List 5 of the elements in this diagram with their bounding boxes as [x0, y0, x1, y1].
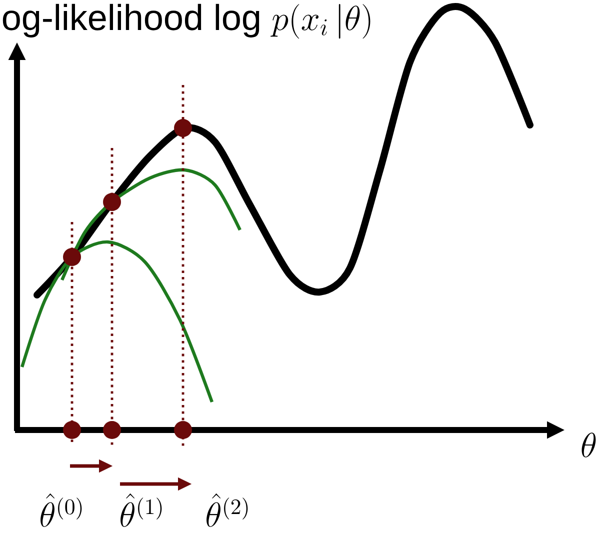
estimate-label: $\hat{\theta}^{(0)}$ [40, 493, 82, 527]
estimate-label: $\hat{\theta}^{(2)}$ [206, 493, 248, 527]
axis-label: $\theta$ [582, 432, 596, 458]
estimate-label: $\hat{\theta}^{(1)}$ [120, 493, 162, 527]
axis-title: og-likelihood log $p(x_i\,|\theta)$ [2, 4, 370, 39]
